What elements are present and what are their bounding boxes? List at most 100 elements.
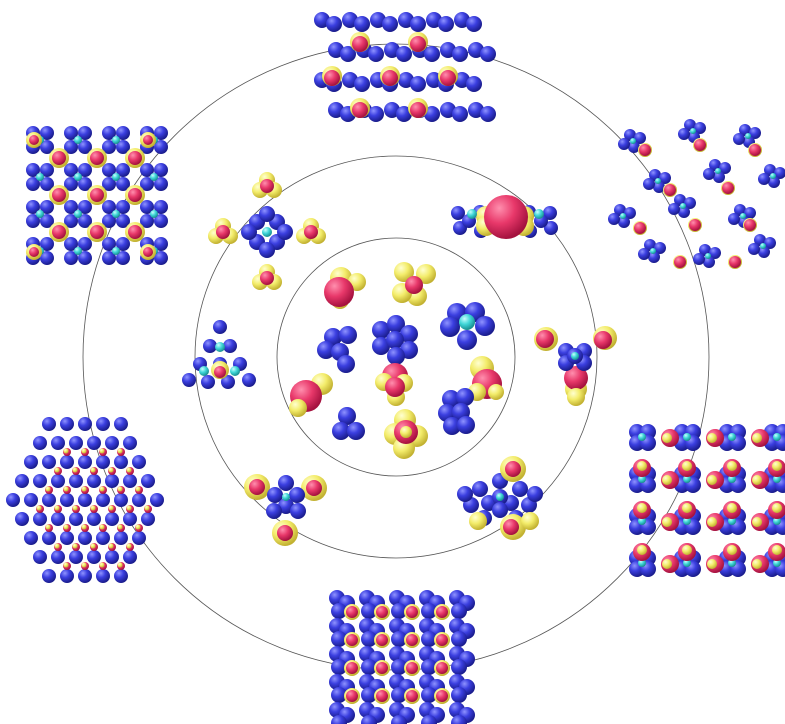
sphere-b	[60, 493, 74, 507]
sphere-b	[457, 486, 473, 502]
inner-blue-trimer	[332, 407, 365, 440]
sphere-b	[339, 326, 357, 344]
middle-trigonal-motif	[534, 326, 617, 406]
inner-yellow-tetra	[392, 262, 436, 306]
sphere-b	[15, 512, 29, 526]
sphere-y	[55, 544, 60, 549]
sphere-b	[758, 173, 770, 185]
sphere-y	[118, 525, 123, 530]
sphere-r	[440, 70, 456, 86]
sphere-r	[594, 331, 612, 349]
sphere-r	[352, 36, 368, 52]
sphere-c	[467, 209, 477, 219]
sphere-y	[662, 475, 672, 485]
outer-right-lattice	[629, 424, 785, 577]
sphere-r	[505, 461, 521, 477]
sphere-y	[136, 525, 141, 530]
sphere-b	[114, 569, 128, 583]
sphere-y	[727, 545, 737, 555]
sphere-y	[637, 461, 647, 471]
sphere-r	[503, 519, 519, 535]
sphere-b	[24, 493, 38, 507]
sphere-b	[410, 16, 426, 32]
sphere-y	[64, 449, 69, 454]
sphere-r	[694, 139, 706, 151]
sphere-y	[682, 503, 692, 513]
sphere-b	[608, 213, 620, 225]
sphere-r	[214, 366, 226, 378]
sphere-y	[64, 563, 69, 568]
sphere-b	[457, 416, 475, 434]
sphere-y	[109, 506, 114, 511]
sphere-b	[42, 569, 56, 583]
sphere-r	[90, 151, 104, 165]
sphere-c	[112, 136, 120, 144]
sphere-r	[689, 219, 701, 231]
inner-yellow-red-tetra	[384, 409, 428, 459]
sphere-b	[354, 16, 370, 32]
sphere-b	[78, 493, 92, 507]
sphere-b	[69, 474, 83, 488]
sphere-c	[728, 433, 736, 441]
sphere-y	[469, 512, 487, 530]
sphere-r	[436, 634, 448, 646]
sphere-b	[42, 493, 56, 507]
sphere-c	[690, 128, 696, 134]
sphere-c	[740, 213, 746, 219]
sphere-b	[387, 347, 405, 365]
sphere-b	[424, 46, 440, 62]
outer-bottom-lattice	[329, 590, 475, 724]
sphere-c	[773, 433, 781, 441]
sphere-y	[637, 503, 647, 513]
sphere-y	[682, 461, 692, 471]
sphere-y	[521, 512, 539, 530]
sphere-r	[729, 256, 741, 268]
sphere-b	[123, 512, 137, 526]
sphere-b	[69, 436, 83, 450]
sphere-b	[123, 436, 137, 450]
sphere-b	[42, 455, 56, 469]
sphere-c	[745, 133, 751, 139]
sphere-y	[91, 468, 96, 473]
sphere-b	[451, 603, 467, 619]
sphere-b	[141, 512, 155, 526]
sphere-b	[512, 481, 528, 497]
sphere-b	[51, 512, 65, 526]
sphere-c	[715, 168, 721, 174]
sphere-r	[90, 188, 104, 202]
sphere-b	[114, 417, 128, 431]
sphere-r	[277, 525, 293, 541]
sphere-b	[123, 474, 137, 488]
sphere-r	[376, 690, 388, 702]
sphere-b	[368, 106, 384, 122]
sphere-c	[760, 243, 766, 249]
sphere-r	[29, 135, 39, 145]
sphere-y	[82, 487, 87, 492]
sphere-r	[249, 479, 265, 495]
sphere-c	[112, 210, 120, 218]
sphere-c	[705, 253, 711, 259]
sphere-b	[748, 243, 760, 255]
sphere-r	[346, 634, 358, 646]
sphere-y	[772, 461, 782, 471]
outer-top-lattice	[314, 12, 496, 122]
sphere-b	[438, 16, 454, 32]
sphere-r	[405, 276, 423, 294]
sphere-y	[727, 503, 737, 513]
sphere-y	[46, 525, 51, 530]
sphere-r	[324, 277, 354, 307]
sphere-r	[410, 102, 426, 118]
sphere-b	[51, 436, 65, 450]
sphere-b	[201, 375, 215, 389]
sphere-r	[406, 606, 418, 618]
sphere-b	[451, 687, 467, 703]
sphere-b	[87, 512, 101, 526]
sphere-y	[488, 384, 504, 400]
sphere-y	[662, 559, 672, 569]
sphere-b	[337, 355, 355, 373]
sphere-b	[96, 493, 110, 507]
sphere-r	[143, 135, 153, 145]
sphere-r	[128, 188, 142, 202]
sphere-r	[376, 634, 388, 646]
